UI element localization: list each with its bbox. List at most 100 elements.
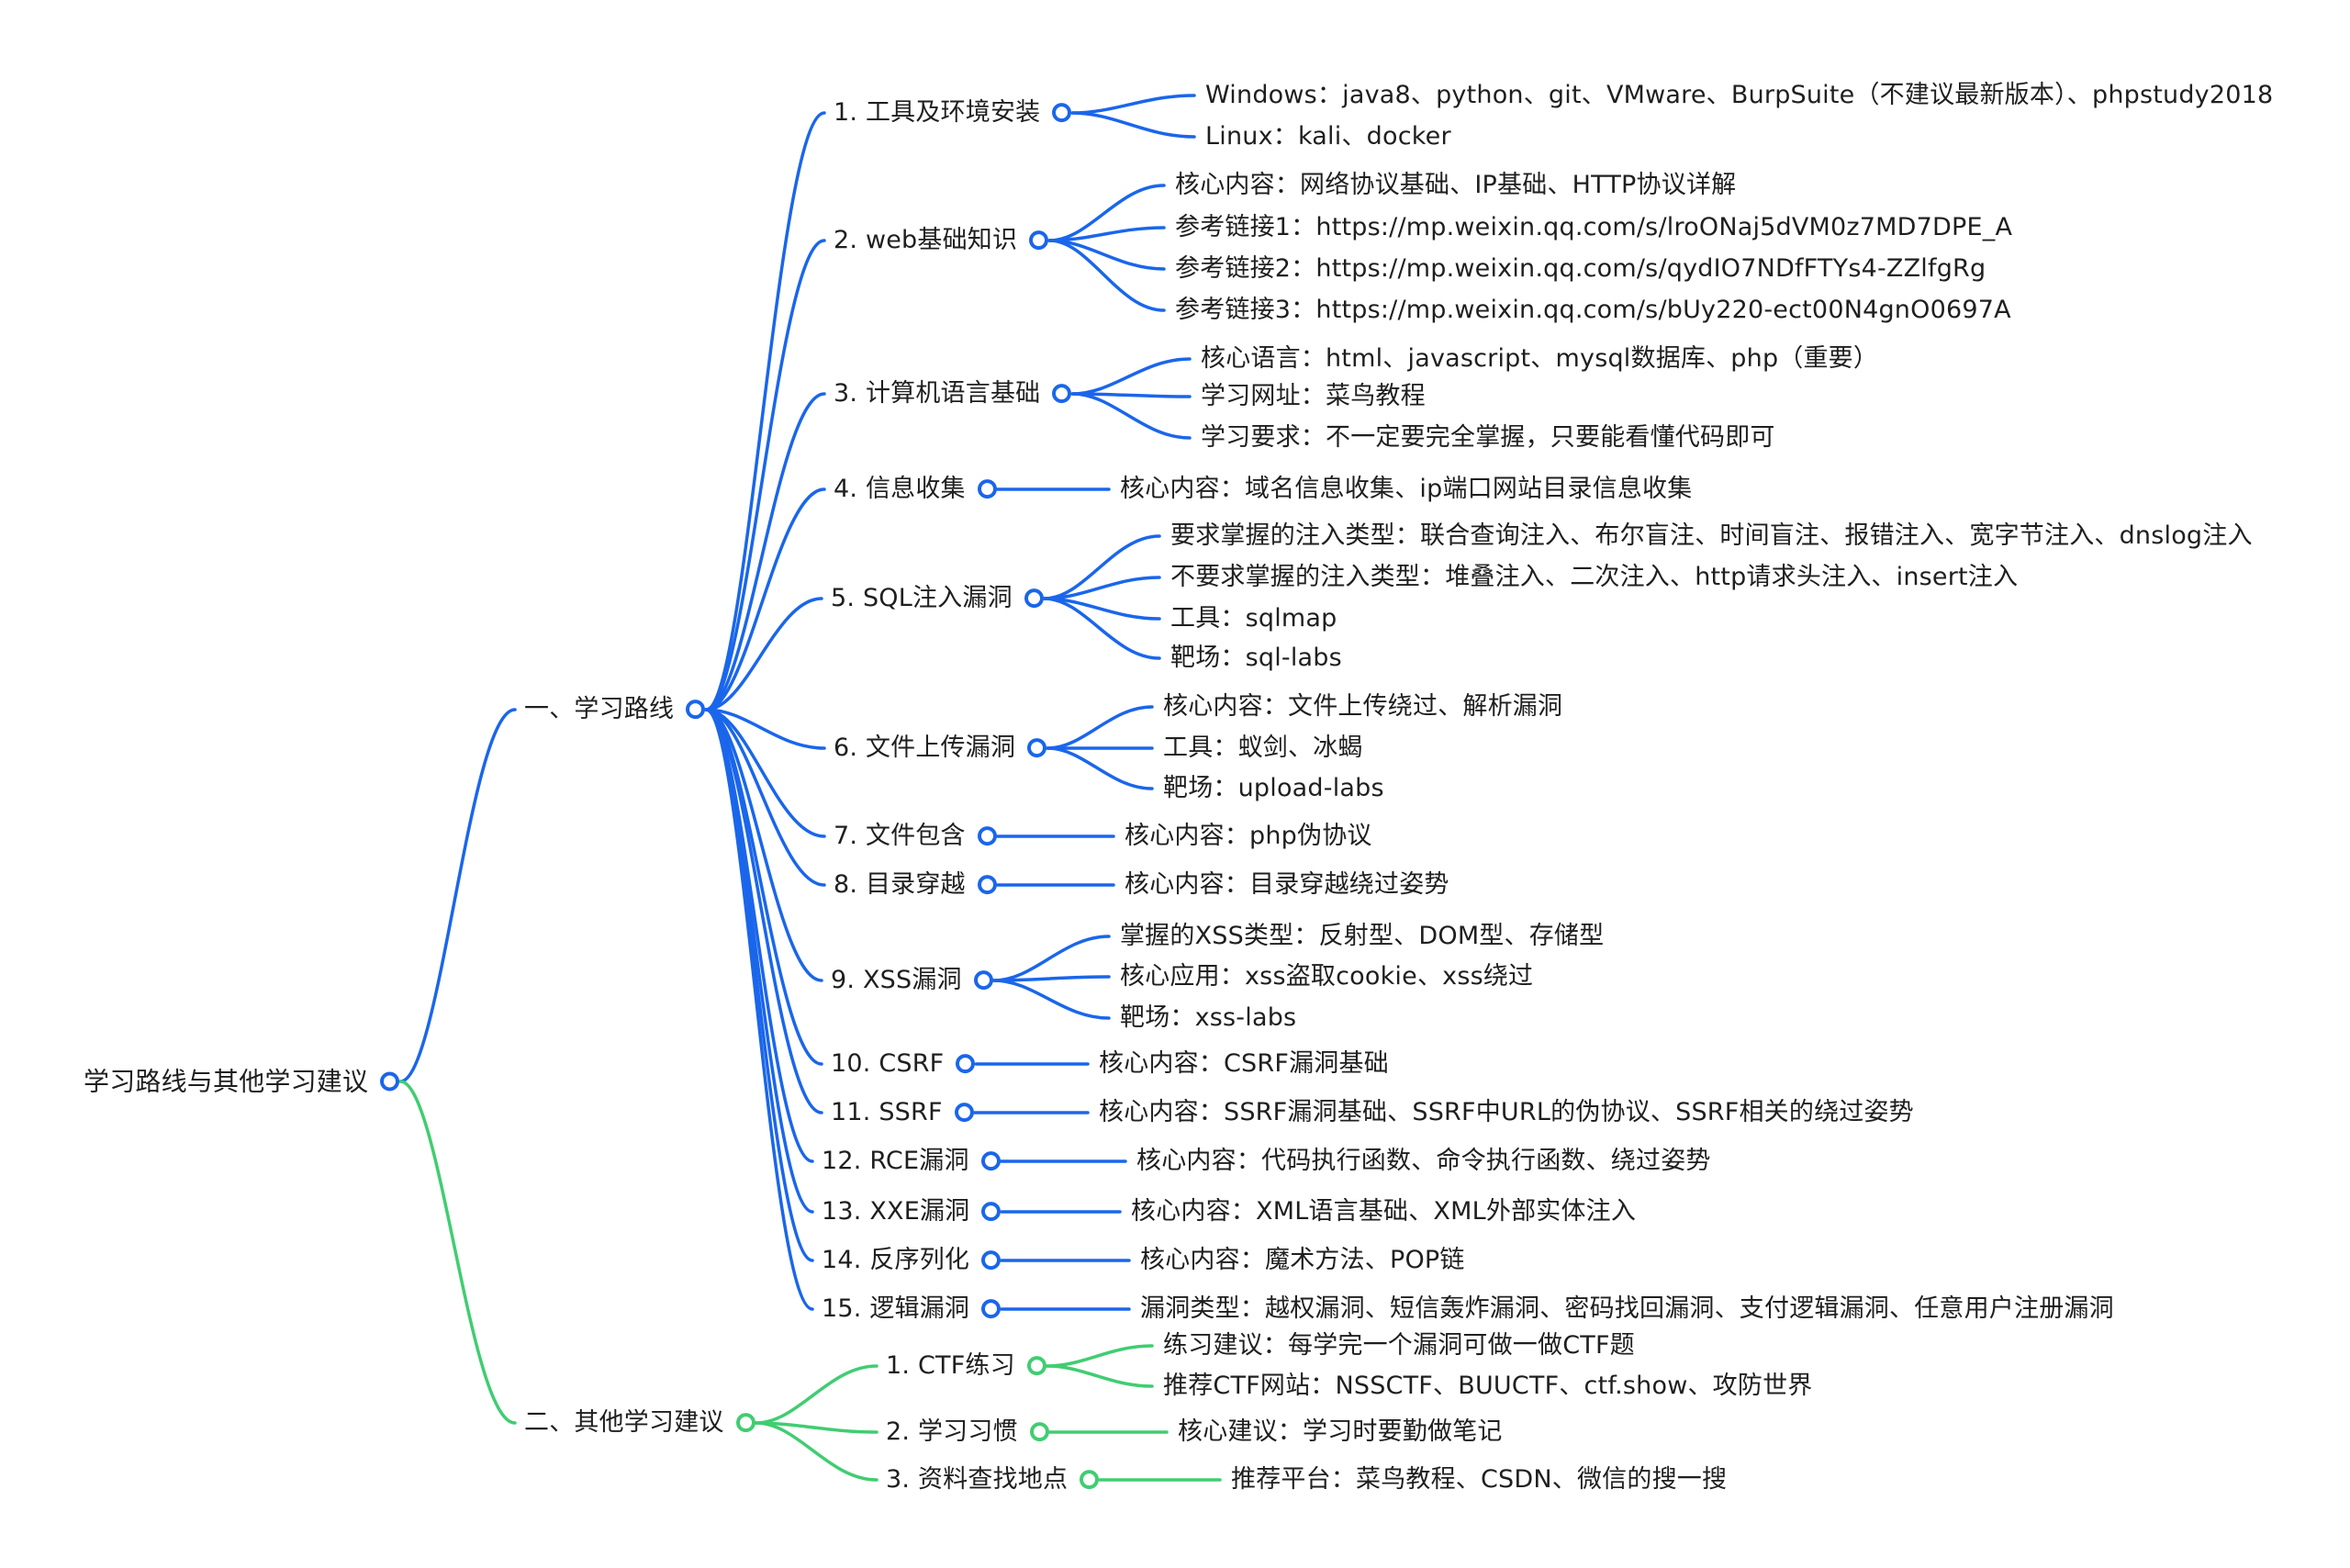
leaf-node-label: 不要求掌握的注入类型：堆叠注入、二次注入、http请求头注入、insert注入 bbox=[1170, 563, 2019, 592]
connector-curve bbox=[704, 708, 814, 1311]
leaf-node-label: 学习网址：菜鸟教程 bbox=[1201, 382, 1426, 411]
leaf-node-label: 练习建议：每学完一个漏洞可做一做CTF题 bbox=[1163, 1331, 1635, 1361]
topic-node-label: 6. 文件上传漏洞 bbox=[834, 734, 1016, 763]
branch-node-2-connector-dot bbox=[735, 1413, 755, 1433]
connector-curve bbox=[1047, 226, 1166, 242]
leaf-node: 靶场：upload-labs bbox=[1163, 773, 1384, 804]
topic-node-connector-dot bbox=[977, 875, 997, 895]
leaf-node: 不要求掌握的注入类型：堆叠注入、二次注入、http请求头注入、insert注入 bbox=[1170, 562, 2018, 593]
topic-node-label: 3. 计算机语言基础 bbox=[834, 379, 1041, 409]
leaf-node: 核心内容：网络协议基础、IP基础、HTTP协议详解 bbox=[1175, 170, 1736, 201]
branch-node-2-label: 二、其他学习建议 bbox=[524, 1408, 724, 1438]
leaf-node-label: 核心内容：XML语言基础、XML外部实体注入 bbox=[1131, 1197, 1637, 1226]
leaf-node-label: 工具：蚁剑、冰蝎 bbox=[1163, 734, 1363, 763]
topic-node: 3. 资料查找地点 bbox=[886, 1464, 1100, 1495]
topic-node-label: 1. CTF练习 bbox=[886, 1351, 1015, 1381]
topic-node-label: 9. XSS漏洞 bbox=[831, 966, 962, 995]
connector-curve bbox=[704, 597, 823, 711]
connector-curve bbox=[1047, 184, 1166, 242]
leaf-node: 参考链接1：https://mp.weixin.qq.com/s/lroONaj… bbox=[1175, 212, 2012, 243]
leaf-node: 核心应用：xss盗取cookie、xss绕过 bbox=[1120, 961, 1533, 992]
leaf-node-label: Windows：java8、python、git、VMware、BurpSuit… bbox=[1205, 81, 2274, 110]
connector-curve bbox=[1070, 94, 1196, 115]
leaf-node: 掌握的XSS类型：反射型、DOM型、存储型 bbox=[1120, 921, 1604, 952]
leaf-node-label: Linux：kali、docker bbox=[1205, 122, 1451, 151]
topic-node-label: 14. 反序列化 bbox=[822, 1246, 970, 1275]
leaf-node-label: 核心内容：php伪协议 bbox=[1125, 822, 1372, 851]
leaf-node: 工具：蚁剑、冰蝎 bbox=[1163, 733, 1363, 764]
leaf-node: Windows：java8、python、git、VMware、BurpSuit… bbox=[1205, 80, 2273, 111]
leaf-node-label: 参考链接2：https://mp.weixin.qq.com/s/qydIO7N… bbox=[1175, 254, 1986, 284]
leaf-node: 核心语言：html、javascript、mysql数据库、php（重要） bbox=[1201, 343, 1878, 375]
leaf-node-label: 参考链接3：https://mp.weixin.qq.com/s/bUy220-… bbox=[1175, 296, 2011, 325]
topic-node-label: 7. 文件包含 bbox=[834, 822, 966, 851]
topic-node: 13. XXE漏洞 bbox=[822, 1196, 1002, 1227]
leaf-node-label: 靶场：sql-labs bbox=[1170, 644, 1342, 673]
branch-node-1-connector-dot bbox=[686, 700, 706, 720]
branch-node-1: 一、学习路线 bbox=[524, 694, 706, 725]
topic-node-label: 11. SSRF bbox=[831, 1098, 943, 1127]
leaf-node-label: 核心内容：域名信息收集、ip端口网站目录信息收集 bbox=[1120, 475, 1693, 504]
topic-node-connector-dot bbox=[1026, 1356, 1046, 1376]
leaf-node: 靶场：xss-labs bbox=[1120, 1002, 1296, 1034]
leaf-node: 核心内容：目录穿越绕过姿势 bbox=[1125, 869, 1449, 901]
connector-curve bbox=[1070, 357, 1192, 396]
leaf-node-label: 参考链接1：https://mp.weixin.qq.com/s/lroONaj… bbox=[1175, 213, 2013, 242]
topic-node: 6. 文件上传漏洞 bbox=[834, 733, 1047, 764]
connector-curve bbox=[704, 708, 823, 982]
leaf-node-label: 核心语言：html、javascript、mysql数据库、php（重要） bbox=[1201, 344, 1879, 374]
leaf-node: 核心内容：域名信息收集、ip端口网站目录信息收集 bbox=[1120, 474, 1692, 505]
leaf-node-label: 掌握的XSS类型：反射型、DOM型、存储型 bbox=[1120, 922, 1605, 951]
topic-node-label: 8. 目录穿越 bbox=[834, 870, 966, 900]
leaf-node: 核心内容：魔术方法、POP链 bbox=[1140, 1245, 1465, 1276]
leaf-node: 推荐CTF网站：NSSCTF、BUUCTF、ctf.show、攻防世界 bbox=[1163, 1371, 1812, 1402]
topic-node: 2. web基础知识 bbox=[834, 225, 1049, 256]
topic-node-connector-dot bbox=[973, 970, 993, 991]
connector-curve bbox=[704, 708, 826, 750]
leaf-node-label: 学习要求：不一定要完全掌握，只要能看懂代码即可 bbox=[1201, 423, 1775, 453]
leaf-node-label: 核心内容：魔术方法、POP链 bbox=[1140, 1246, 1465, 1275]
topic-node: 1. CTF练习 bbox=[886, 1350, 1046, 1382]
topic-node-connector-dot bbox=[1029, 230, 1049, 251]
leaf-node-label: 推荐平台：菜鸟教程、CSDN、微信的搜一搜 bbox=[1231, 1465, 1728, 1495]
branch-node-2: 二、其他学习建议 bbox=[524, 1407, 755, 1439]
topic-node: 10. CSRF bbox=[831, 1048, 976, 1080]
connector-curve bbox=[1047, 239, 1166, 312]
connector-curve bbox=[1046, 705, 1154, 750]
root-node: 学习路线与其他学习建议 bbox=[84, 1066, 400, 1098]
topic-node-label: 5. SQL注入漏洞 bbox=[831, 584, 1013, 613]
topic-node-label: 1. 工具及环境安装 bbox=[834, 98, 1041, 128]
topic-node: 4. 信息收集 bbox=[834, 474, 997, 505]
leaf-node-label: 漏洞类型：越权漏洞、短信轰炸漏洞、密码找回漏洞、支付逻辑漏洞、任意用户注册漏洞 bbox=[1140, 1294, 2114, 1324]
topic-node-label: 15. 逻辑漏洞 bbox=[822, 1294, 970, 1324]
leaf-node-label: 核心内容：网络协议基础、IP基础、HTTP协议详解 bbox=[1175, 171, 1737, 200]
leaf-node: 参考链接3：https://mp.weixin.qq.com/s/bUy220-… bbox=[1175, 295, 2011, 326]
leaf-node: Linux：kali、docker bbox=[1205, 121, 1451, 152]
connector-curve bbox=[704, 708, 826, 887]
leaf-node-label: 工具：sqlmap bbox=[1170, 604, 1337, 633]
leaf-node-label: 核心内容：CSRF漏洞基础 bbox=[1099, 1049, 1389, 1079]
connector-curve bbox=[704, 708, 823, 1114]
connector-curve bbox=[704, 487, 826, 711]
leaf-node: 核心内容：CSRF漏洞基础 bbox=[1099, 1048, 1389, 1080]
leaf-node-label: 靶场：xss-labs bbox=[1120, 1003, 1297, 1033]
topic-node: 9. XSS漏洞 bbox=[831, 965, 993, 996]
topic-node-connector-dot bbox=[977, 479, 997, 499]
connector-curve bbox=[754, 1364, 878, 1425]
leaf-node: 核心内容：代码执行函数、命令执行函数、绕过姿势 bbox=[1136, 1146, 1711, 1177]
leaf-node: 靶场：sql-labs bbox=[1170, 643, 1342, 674]
topic-node: 12. RCE漏洞 bbox=[822, 1146, 1001, 1177]
leaf-node: 要求掌握的注入类型：联合查询注入、布尔盲注、时间盲注、报错注入、宽字节注入、dn… bbox=[1170, 521, 2253, 552]
leaf-node-label: 推荐CTF网站：NSSCTF、BUUCTF、ctf.show、攻防世界 bbox=[1163, 1372, 1813, 1401]
connector-curve bbox=[704, 111, 826, 711]
connector-curve bbox=[1046, 746, 1154, 790]
topic-node-label: 13. XXE漏洞 bbox=[822, 1197, 970, 1226]
connector-curve bbox=[1046, 1364, 1154, 1388]
leaf-node-label: 核心应用：xss盗取cookie、xss绕过 bbox=[1120, 962, 1534, 991]
leaf-node: 推荐平台：菜鸟教程、CSDN、微信的搜一搜 bbox=[1231, 1464, 1727, 1495]
leaf-node: 工具：sqlmap bbox=[1170, 603, 1337, 634]
topic-node-connector-dot bbox=[1080, 1470, 1100, 1490]
leaf-node: 核心建议：学习时要勤做笔记 bbox=[1178, 1417, 1503, 1448]
topic-node: 8. 目录穿越 bbox=[834, 869, 997, 901]
